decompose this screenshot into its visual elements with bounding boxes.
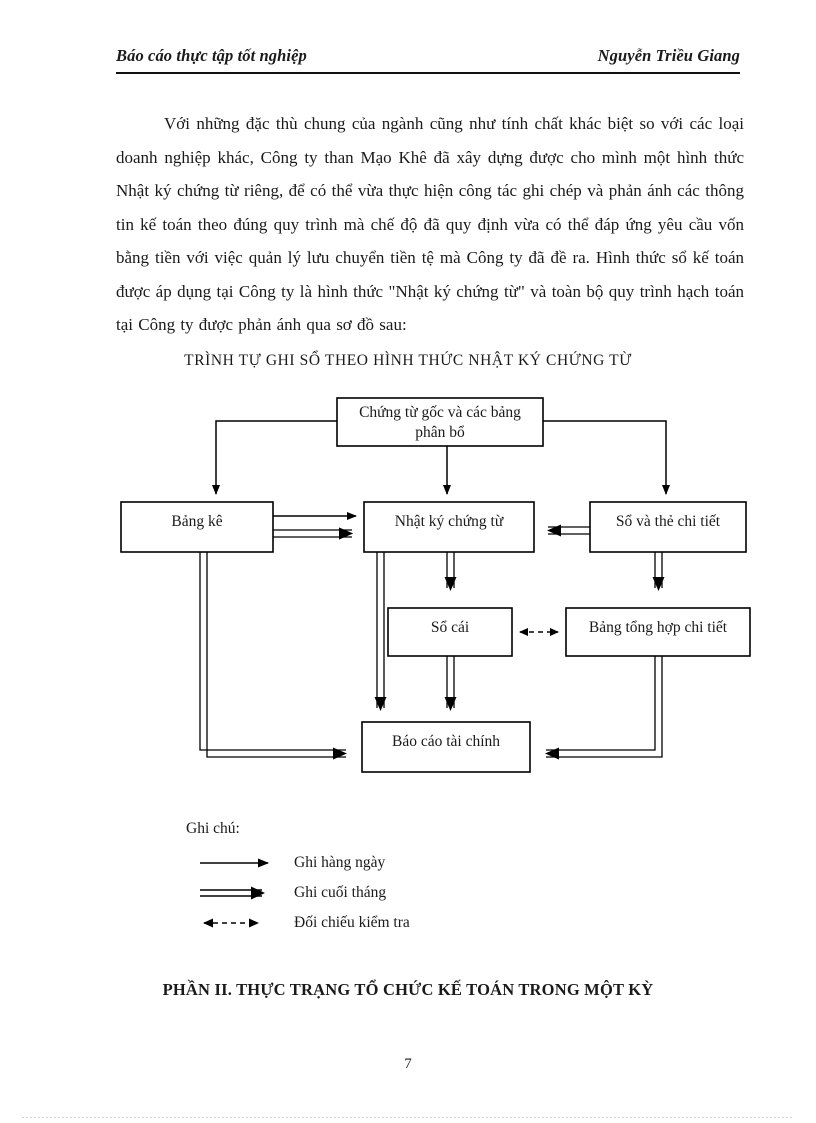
header-divider (116, 72, 740, 74)
section-heading: PHẦN II. THỰC TRẠNG TỔ CHỨC KẾ TOÁN TRON… (162, 980, 654, 999)
node-label-nhat-ky-chung-tu: Nhật ký chứng từ (394, 513, 504, 530)
node-label-so-cai: Sổ cái (430, 619, 470, 636)
page-number: 7 (404, 1056, 412, 1072)
header-author-right: Nguyễn Triều Giang (597, 46, 740, 65)
legend-item-check: Đối chiếu kiểm tra (186, 908, 410, 938)
node-label-bang-ke: Bảng kê (171, 513, 223, 530)
node-box-bang-tong-hop-chi-tiet (565, 607, 751, 657)
edge-chungtugoc-to-bangke (212, 420, 337, 495)
edge-chungtugoc-to-sovathe (543, 420, 670, 495)
legend-item-daily: Ghi hàng ngày (186, 848, 410, 878)
node-box-bao-cao-tai-chinh (361, 721, 531, 773)
node-label-so-va-the-chi-tiet: Sổ và thẻ chi tiết (615, 513, 721, 530)
edge-sovathe-to-nhatky-monthly (547, 524, 590, 537)
edge-bangtonghop-to-baocao (545, 656, 663, 760)
node-label-bao-cao-tai-chinh: Báo cáo tài chính (391, 733, 501, 750)
legend-item-monthly: Ghi cuối tháng (186, 878, 410, 908)
edge-nhatky-to-baocao (374, 552, 387, 711)
node-label-bang-tong-hop-chi-tiet: Bảng tổng hợp chi tiết (588, 619, 728, 636)
edge-nhatky-to-socai (444, 552, 457, 591)
diagram-title: TRÌNH TỰ GHI SỔ THEO HÌNH THỨC NHẬT KÝ C… (184, 352, 632, 369)
legend-label-daily: Ghi hàng ngày (294, 854, 386, 871)
node-label-chung-tu-goc: Chứng từ gốc và các bảng phân bổ (359, 404, 521, 441)
single-arrow-icon (196, 852, 282, 874)
node-box-bang-ke (120, 501, 274, 553)
edge-bangke-to-nhatky-monthly (273, 527, 353, 540)
legend-label-check: Đối chiếu kiểm tra (294, 914, 410, 931)
edge-sovathe-to-bangtonghop (652, 552, 665, 591)
page-bottom-divider (22, 1117, 794, 1118)
dashed-bidirectional-arrow-icon (196, 912, 282, 934)
node-box-chung-tu-goc (336, 397, 544, 447)
diagram-legend: Ghi chú: Ghi hàng ngày (186, 820, 410, 938)
page-header: Báo cáo thực tập tốt nghiệp Nguyễn Triều… (116, 46, 740, 66)
edge-socai-to-baocao (444, 656, 457, 711)
double-arrow-icon (196, 882, 282, 904)
header-title-left: Báo cáo thực tập tốt nghiệp (116, 46, 307, 65)
legend-title: Ghi chú: (186, 820, 240, 837)
body-paragraph: Với những đặc thù chung của ngành cũng n… (116, 114, 744, 334)
node-box-nhat-ky-chung-tu (363, 501, 535, 553)
node-box-so-cai (387, 607, 513, 657)
edge-bangke-to-baocao (199, 552, 347, 760)
node-box-so-va-the-chi-tiet (589, 501, 747, 553)
legend-label-monthly: Ghi cuối tháng (294, 884, 387, 901)
